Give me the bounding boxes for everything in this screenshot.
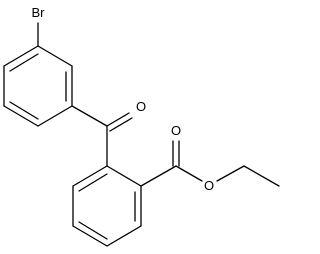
ketone-oxygen-label: O	[136, 99, 146, 114]
ester-oxygen-label: O	[204, 178, 214, 193]
ketone-double-bond-a	[106, 112, 130, 127]
ketone-double-bond-b	[109, 117, 133, 132]
ring-carbonyl-bond	[71, 105, 108, 127]
ethyl-cc-bond	[243, 165, 280, 187]
benzoate-ring	[72, 165, 142, 247]
carbonyl-oxygen-label: O	[171, 123, 181, 138]
bromophenyl-ring	[3, 45, 73, 127]
molecule-diagram: Br O O O	[3, 5, 280, 247]
ring-ester-carbon-bond	[140, 165, 177, 187]
bromine-label: Br	[32, 5, 46, 20]
oxygen-ethyl-bond	[216, 165, 245, 182]
ester-carbon-oxygen-bond	[175, 165, 203, 182]
